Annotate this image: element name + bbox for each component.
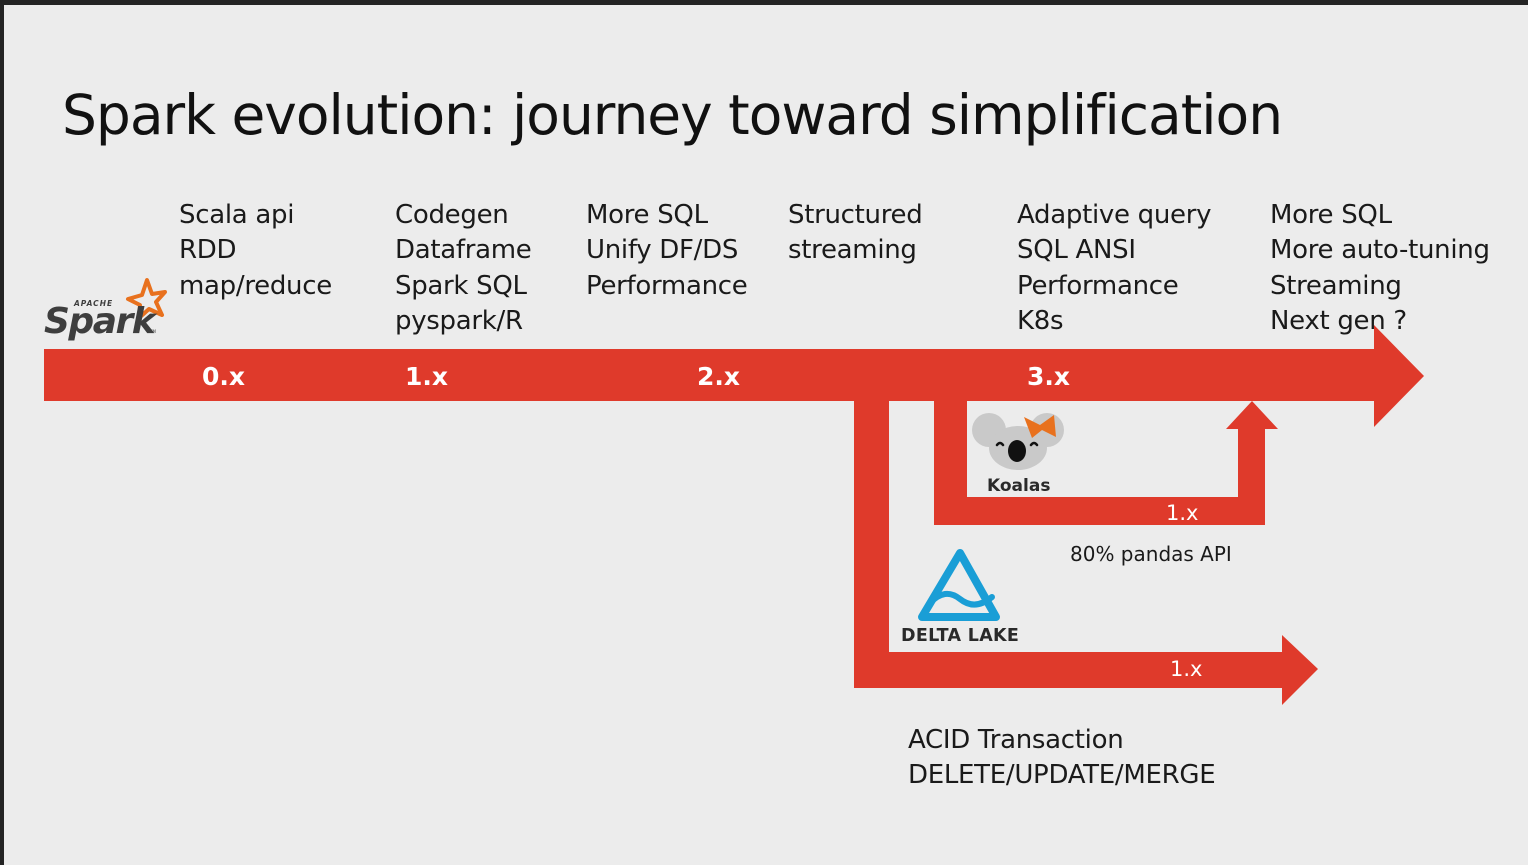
feature-line: Next gen ? <box>1270 305 1407 336</box>
features-2x: More SQL Unify DF/DS Performance <box>586 198 748 304</box>
feature-line: Performance <box>586 270 748 301</box>
feature-line: Codegen <box>395 200 509 230</box>
features-streaming: Structured streaming <box>788 198 923 269</box>
feature-line: SQL ANSI <box>1017 235 1136 266</box>
feature-line: Adaptive query <box>1017 200 1212 230</box>
feature-line: map/reduce <box>179 270 332 301</box>
version-3x: 3.x <box>1027 362 1070 391</box>
delta-triangle-icon <box>918 549 1000 621</box>
delta-note-line: ACID Transaction <box>908 725 1124 755</box>
delta-notes: ACID Transaction DELETE/UPDATE/MERGE <box>908 723 1216 794</box>
feature-line: RDD <box>179 235 237 266</box>
features-0x: Scala api RDD map/reduce <box>179 198 332 304</box>
feature-line: More SQL <box>586 200 708 230</box>
feature-line: Performance <box>1017 270 1179 301</box>
feature-line: pyspark/R <box>395 305 523 336</box>
spark-star-icon <box>126 278 167 320</box>
spark-main-arrow <box>44 325 1424 427</box>
spark-logo-apache: APACHE <box>73 299 113 308</box>
spark-logo-wordmark: Spark <box>44 301 158 342</box>
koala-icon <box>972 413 1064 470</box>
version-1x: 1.x <box>405 362 448 391</box>
timeline-diagram: 0.x 1.x 2.x 3.x 1.x 1.x APACHE Spark TM <box>44 278 1424 705</box>
koala-bow-icon <box>1024 415 1056 438</box>
delta-version: 1.x <box>1170 657 1202 681</box>
slide: Spark evolution: journey toward simplifi… <box>4 5 1528 865</box>
feature-line: Spark SQL <box>395 270 527 301</box>
features-3x: Adaptive query SQL ANSI Performance K8s <box>1017 198 1212 339</box>
features-next: More SQL More auto-tuning Streaming Next… <box>1270 198 1490 339</box>
feature-line: More auto-tuning <box>1270 235 1490 266</box>
feature-line: Streaming <box>1270 270 1402 301</box>
version-2x: 2.x <box>697 362 740 391</box>
version-0x: 0.x <box>202 362 245 391</box>
features-1x: Codegen Dataframe Spark SQL pyspark/R <box>395 198 532 339</box>
koalas-logo-text: Koalas <box>987 476 1050 496</box>
koalas-branch-arrow <box>934 397 1278 525</box>
spark-logo: APACHE Spark TM <box>44 278 167 342</box>
delta-note-line: DELETE/UPDATE/MERGE <box>908 760 1216 791</box>
feature-line: Dataframe <box>395 235 532 266</box>
feature-line: streaming <box>788 235 917 266</box>
slide-title: Spark evolution: journey toward simplifi… <box>62 83 1283 147</box>
delta-branch-arrow <box>854 397 1318 705</box>
feature-line: Unify DF/DS <box>586 235 739 266</box>
koalas-note: 80% pandas API <box>1070 542 1232 566</box>
feature-line: More SQL <box>1270 200 1392 230</box>
feature-line: Structured <box>788 200 923 230</box>
spark-logo-tm: TM <box>149 329 156 334</box>
koalas-logo: Koalas <box>972 413 1064 496</box>
feature-line: Scala api <box>179 200 295 230</box>
feature-line: K8s <box>1017 305 1064 336</box>
delta-lake-logo-text: DELTA LAKE <box>901 626 1019 646</box>
koalas-version: 1.x <box>1166 501 1198 525</box>
delta-lake-logo: DELTA LAKE <box>901 549 1019 646</box>
